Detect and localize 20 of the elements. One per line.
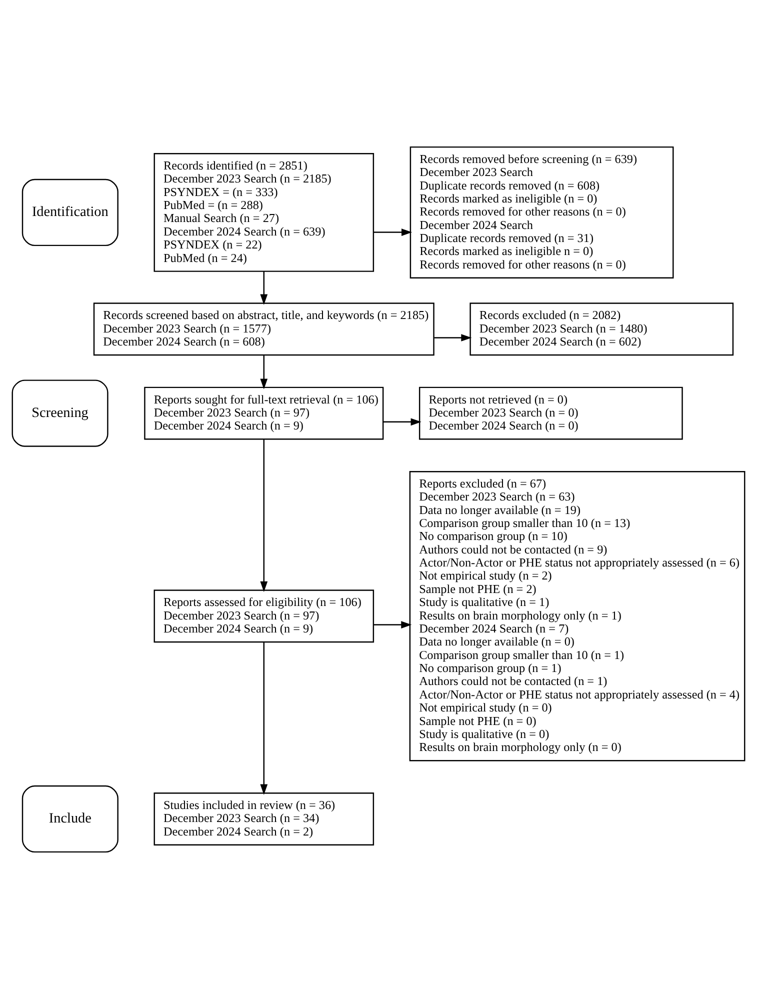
arrow — [374, 228, 412, 236]
node-box: Records identified (n = 2851) December 2023 Search (n = 2185) PSYNDEX = (n = 333) PubMed = (n = 288) Manual Search (n = 27) December 2024 Search (n = 639) PSYNDEX (n = 22) PubMed (n = 24) — [154, 152, 374, 272]
node-box: Screening — [12, 379, 108, 446]
node-box: Records removed before screening (n = 639) December 2023 Search Duplicate records removed (n = 608) Records marked as ineligible (n = 0) Records removed for other reasons (n = 0) December 2024 Search Duplicate records removed (n = 31) Records marked as ineligible n = 0) Records removed for other reasons (n = 0) — [410, 146, 674, 278]
arrow — [374, 620, 412, 628]
node-box: Reports not retrieved (n = 0) December 2023 Search (n = 0) December 2024 Search (n = 0) — [418, 386, 683, 440]
node-box: Reports sought for full-text retrieval (n = 106) December 2023 Search (n = 97) December 2024 Search (n = 9) — [144, 386, 384, 440]
node-box: Records excluded (n = 2082) December 2023 Search (n = 1480) December 2024 Search (n = 602) — [470, 302, 734, 356]
arrow — [434, 334, 472, 341]
arrow — [383, 418, 422, 426]
arrow — [260, 642, 268, 794]
arrow — [260, 438, 268, 592]
node-box: Reports excluded (n = 67) December 2023 Search (n = 63) Data no longer available (n = 19) Comparison group smaller than 10 (n = 13) No comparison group (n = 10) Authors could not be contacted (n = 9) Actor/Non-Actor or PHE status not appropriately assessed (n = 6) Not empirical study (n = 2) Sample not PHE (n = 2) Study is qualitative (n = 1) Results on brain morphology only (n = 1) December 2024 Search (n = 7) Data no longer available (n = 0) Comparison group smaller than 10 (n = 1) No comparison group (n = 1) Authors could not be contacted (n = 1) Actor/Non-Actor or PHE status not appropriately assessed (n = 4) Not empirical study (n = 0) Sample not PHE (n = 0) Study is qualitative (n = 0) Results on brain morphology only (n = 0) — [409, 470, 746, 761]
node-box: Include — [22, 784, 118, 852]
arrow — [260, 270, 268, 304]
node-box: Reports assessed for eligibility (n = 106) December 2023 Search (n = 97) December 2024 Search (n = 9) — [154, 589, 374, 642]
node-box: Identification — [22, 178, 118, 246]
arrow — [260, 354, 268, 389]
node-box: Studies included in review (n = 36) December 2023 Search (n = 34) December 2024 Search (n = 2) — [154, 792, 374, 845]
node-box: Records screened based on abstract, title, and keywords (n = 2185) December 2023 Search (n = 1577) December 2024 Search (n = 608) — [93, 302, 434, 356]
